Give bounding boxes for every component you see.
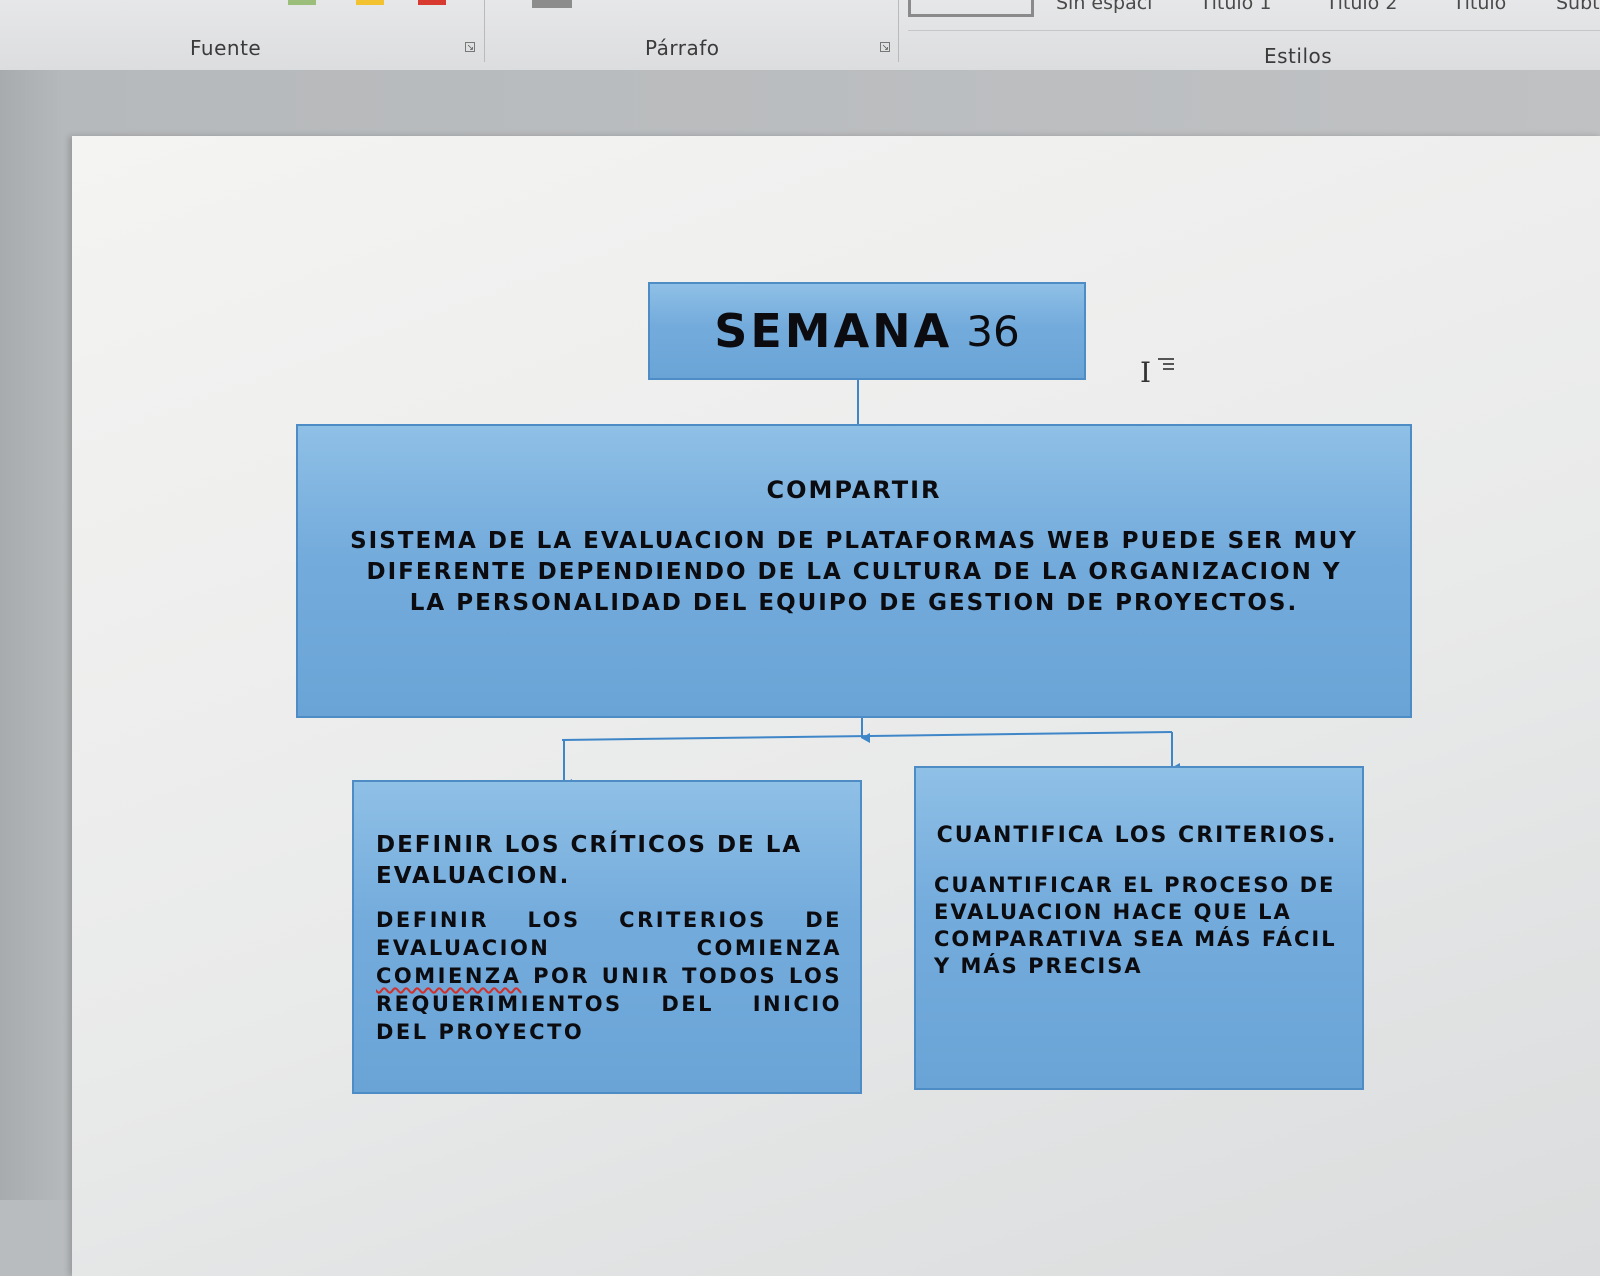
- title-box[interactable]: SEMANA 36: [648, 282, 1086, 380]
- layout-options-icon[interactable]: [1158, 358, 1174, 372]
- style-titulo-2[interactable]: Título 2: [1326, 0, 1398, 14]
- style-titulo-1[interactable]: Título 1: [1200, 0, 1272, 14]
- styles-gallery: Sin espaci Título 1 Título 2 Título Subt…: [908, 0, 1600, 31]
- right-box[interactable]: CUANTIFICA LOS CRITERIOS. CUANTIFICAR EL…: [914, 766, 1364, 1090]
- right-heading: CUANTIFICA LOS CRITERIOS.: [936, 823, 1338, 848]
- ribbon-group-estilos: Estilos: [1264, 44, 1333, 68]
- style-normal-selected[interactable]: [908, 0, 1034, 17]
- main-heading: COMPARTIR: [766, 476, 942, 504]
- left-body: DEFINIR LOS CRITERIOS DE EVALUACION COMI…: [376, 906, 842, 1046]
- ribbon-separator: [898, 0, 899, 62]
- main-body: SISTEMA DE LA EVALUACION DE PLATAFORMAS …: [350, 528, 1358, 616]
- ribbon-group-fuente: Fuente: [190, 36, 262, 60]
- shading-button[interactable]: [532, 0, 572, 8]
- main-box[interactable]: COMPARTIR SISTEMA DE LA EVALUACION DE PL…: [296, 424, 1412, 718]
- text-cursor-icon: I: [1140, 356, 1152, 389]
- left-box[interactable]: DEFINIR LOS CRÍTICOS DE LA EVALUACION. D…: [352, 780, 862, 1094]
- ribbon-group-parrafo: Párrafo: [645, 36, 720, 60]
- title-number: 36: [966, 306, 1020, 356]
- left-heading: DEFINIR LOS CRÍTICOS DE LA EVALUACION.: [376, 832, 803, 889]
- font-color-swatch[interactable]: [418, 0, 446, 5]
- style-titulo[interactable]: Título: [1453, 0, 1507, 14]
- dialog-launcher-icon[interactable]: ↘: [880, 42, 890, 52]
- style-subtitulo[interactable]: Subtí: [1556, 0, 1600, 14]
- left-body-post: POR UNIR TODOS LOS REQUERIMIENTOS DEL IN…: [376, 964, 843, 1044]
- right-body: CUANTIFICAR EL PROCESO DE EVALUACION HAC…: [934, 873, 1337, 978]
- left-body-pre: DEFINIR LOS CRITERIOS DE EVALUACION COMI…: [376, 908, 842, 960]
- title-word: SEMANA: [714, 304, 953, 358]
- ribbon-separator: [484, 0, 485, 62]
- style-sin-espaciado[interactable]: Sin espaci: [1056, 0, 1153, 14]
- spellcheck-word[interactable]: COMIENZA: [376, 964, 522, 988]
- ribbon: Fuente ↘ Párrafo ↘ Sin espaci Título 1 T…: [0, 0, 1600, 71]
- highlight-color-swatch[interactable]: [288, 0, 316, 5]
- text-highlight-swatch[interactable]: [356, 0, 384, 5]
- dialog-launcher-icon[interactable]: ↘: [465, 42, 475, 52]
